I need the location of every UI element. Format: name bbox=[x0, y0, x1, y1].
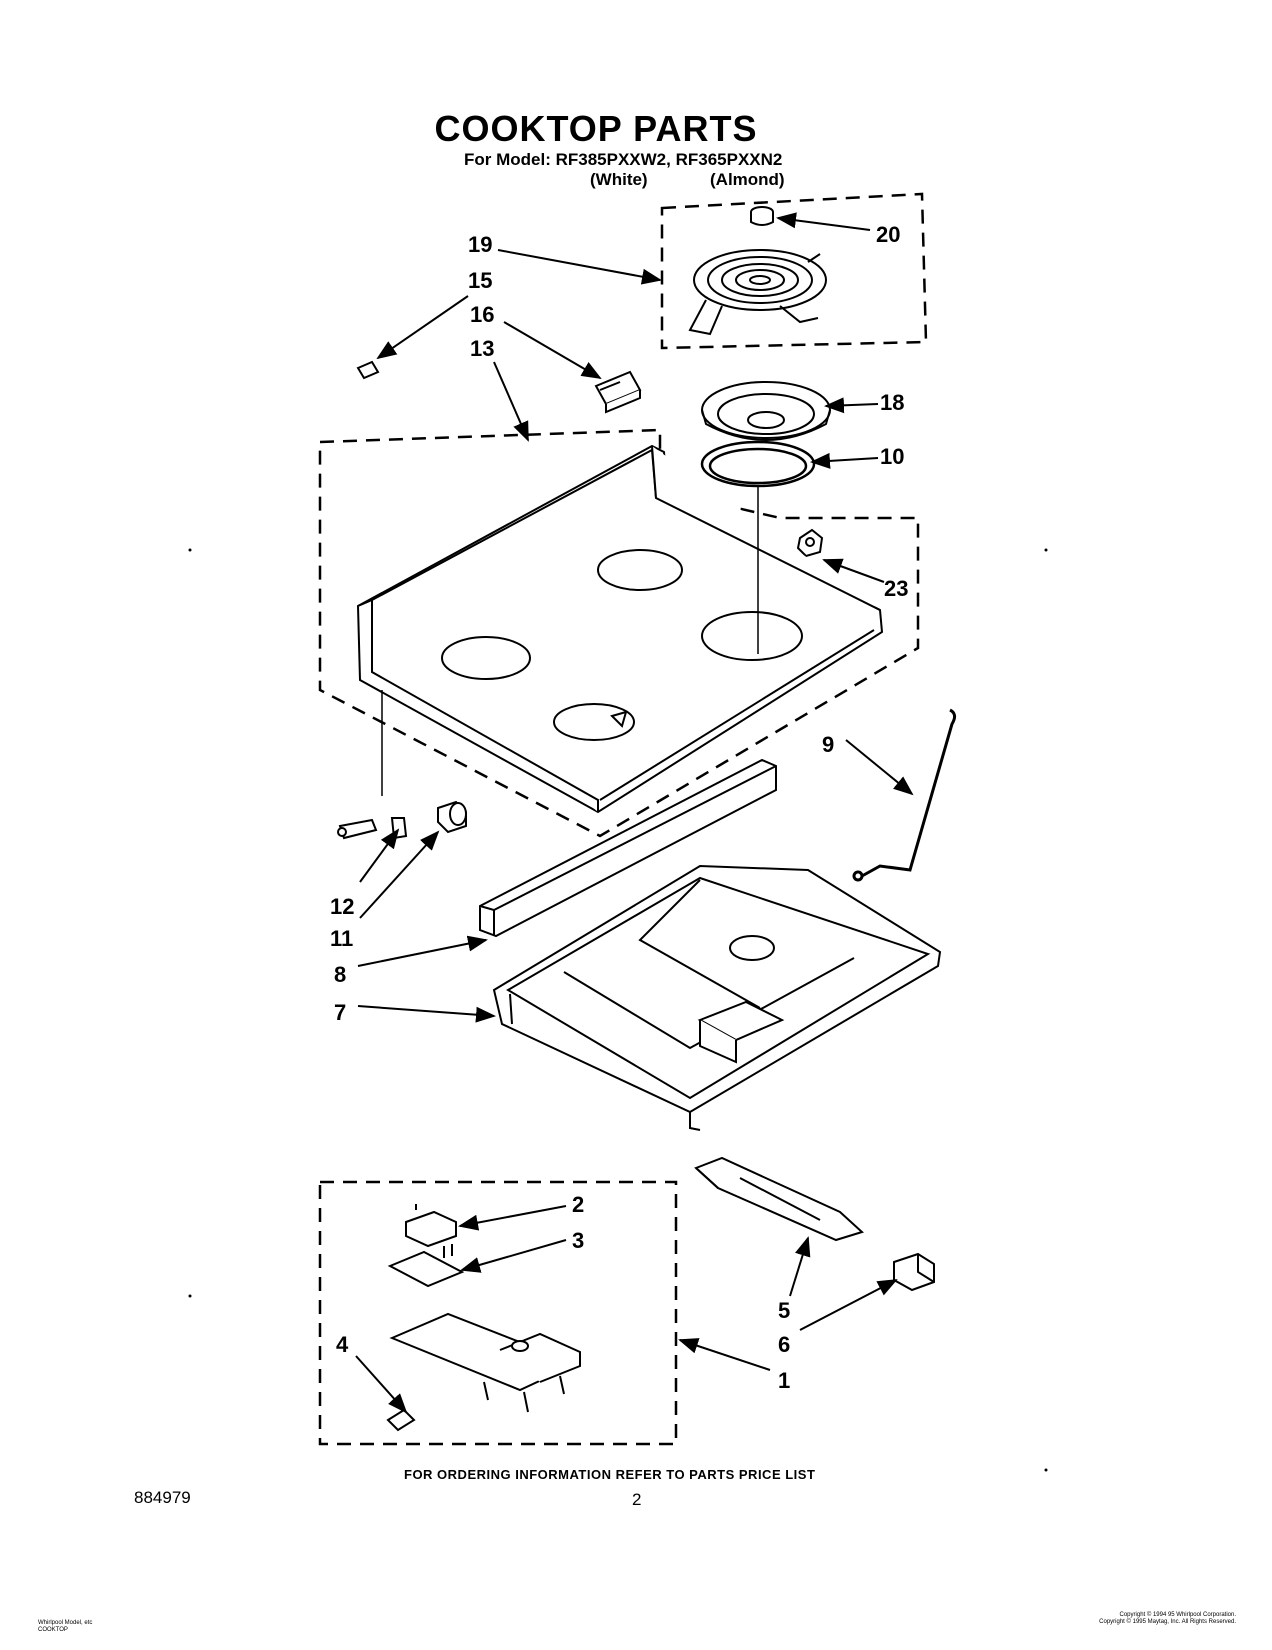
leader-12 bbox=[359, 828, 400, 883]
callout-23: 23 bbox=[884, 576, 908, 601]
callout-15: 15 bbox=[468, 268, 492, 293]
callout-8: 8 bbox=[334, 962, 346, 987]
control-bracket-part bbox=[389, 1312, 581, 1413]
footer-left-line-1: Whirlpool Model, etc bbox=[38, 1620, 93, 1626]
footer-right-line-1: Copyright © 1994 95 Whirlpool Corporatio… bbox=[1119, 1612, 1236, 1618]
leader-23 bbox=[822, 558, 885, 583]
footer-right-line-2: Copyright © 1995 Maytag, Inc. All Rights… bbox=[1099, 1619, 1236, 1625]
variant-white-label: (White) bbox=[590, 170, 648, 189]
leader-20 bbox=[776, 212, 871, 231]
page-title: COOKTOP PARTS bbox=[434, 108, 758, 149]
leader-1 bbox=[678, 1338, 771, 1371]
trim-ring-part bbox=[700, 440, 816, 488]
variant-almond-label: (Almond) bbox=[710, 170, 785, 189]
switch-part bbox=[405, 1204, 457, 1258]
cooktop-part bbox=[356, 444, 884, 814]
leader-9 bbox=[845, 739, 914, 796]
callout-4: 4 bbox=[336, 1332, 349, 1357]
callout-1: 1 bbox=[778, 1368, 790, 1393]
connector-part bbox=[893, 1252, 935, 1292]
leader-16 bbox=[503, 321, 602, 380]
hinge-clip-part bbox=[337, 817, 408, 840]
leader-4 bbox=[355, 1355, 408, 1414]
insulator-plate-part bbox=[387, 1250, 465, 1288]
leader-10 bbox=[810, 452, 879, 469]
callout-16: 16 bbox=[470, 302, 494, 327]
bumper-part bbox=[437, 800, 467, 834]
leader-13 bbox=[493, 361, 529, 442]
terminal-block-part bbox=[594, 370, 642, 414]
leader-15 bbox=[376, 295, 469, 360]
callout-3: 3 bbox=[572, 1228, 584, 1253]
clip-part bbox=[356, 360, 380, 380]
front-channel-part bbox=[479, 758, 777, 938]
callout-10: 10 bbox=[880, 444, 904, 469]
callout-11: 11 bbox=[330, 926, 353, 951]
callout-6: 6 bbox=[778, 1332, 790, 1357]
leader-7 bbox=[357, 1005, 496, 1023]
callout-9: 9 bbox=[822, 732, 834, 757]
callout-13: 13 bbox=[470, 336, 494, 361]
callout-12: 12 bbox=[330, 894, 354, 919]
burner-cap-part bbox=[750, 206, 774, 226]
control-group-box bbox=[318, 1180, 678, 1446]
leader-19 bbox=[497, 249, 662, 285]
footer-right: Copyright © 1994 95 Whirlpool Corporatio… bbox=[1099, 1612, 1236, 1626]
callout-7: 7 bbox=[334, 1000, 346, 1025]
leader-2 bbox=[458, 1205, 567, 1231]
grommet-part bbox=[796, 528, 824, 558]
drip-bowl-part bbox=[701, 381, 831, 441]
leader-8 bbox=[357, 935, 488, 967]
support-rod-part bbox=[852, 708, 957, 882]
model-line: For Model: RF385PXXW2, RF365PXXN2 bbox=[464, 150, 783, 169]
footer-left-line-2: COOKTOP bbox=[38, 1627, 68, 1633]
page-number: 2 bbox=[632, 1490, 642, 1509]
main-top-part bbox=[492, 864, 942, 1131]
surface-element-part bbox=[688, 249, 827, 336]
footer-left: Whirlpool Model, etc COOKTOP bbox=[38, 1620, 92, 1634]
callout-18: 18 bbox=[880, 390, 904, 415]
burner-group-box bbox=[660, 192, 928, 350]
small-clip-part bbox=[386, 1408, 416, 1432]
leader-18 bbox=[824, 397, 879, 414]
bracket-part bbox=[694, 1156, 864, 1242]
document-number: 884979 bbox=[134, 1488, 191, 1507]
leader-5 bbox=[789, 1236, 811, 1297]
callout-5: 5 bbox=[778, 1298, 790, 1323]
leader-3 bbox=[460, 1239, 567, 1273]
callout-20: 20 bbox=[876, 222, 900, 247]
callout-19: 19 bbox=[468, 232, 492, 257]
ordering-note: FOR ORDERING INFORMATION REFER TO PARTS … bbox=[404, 1467, 816, 1482]
callout-2: 2 bbox=[572, 1192, 584, 1217]
leader-11 bbox=[359, 830, 440, 919]
leader-6 bbox=[799, 1279, 898, 1331]
